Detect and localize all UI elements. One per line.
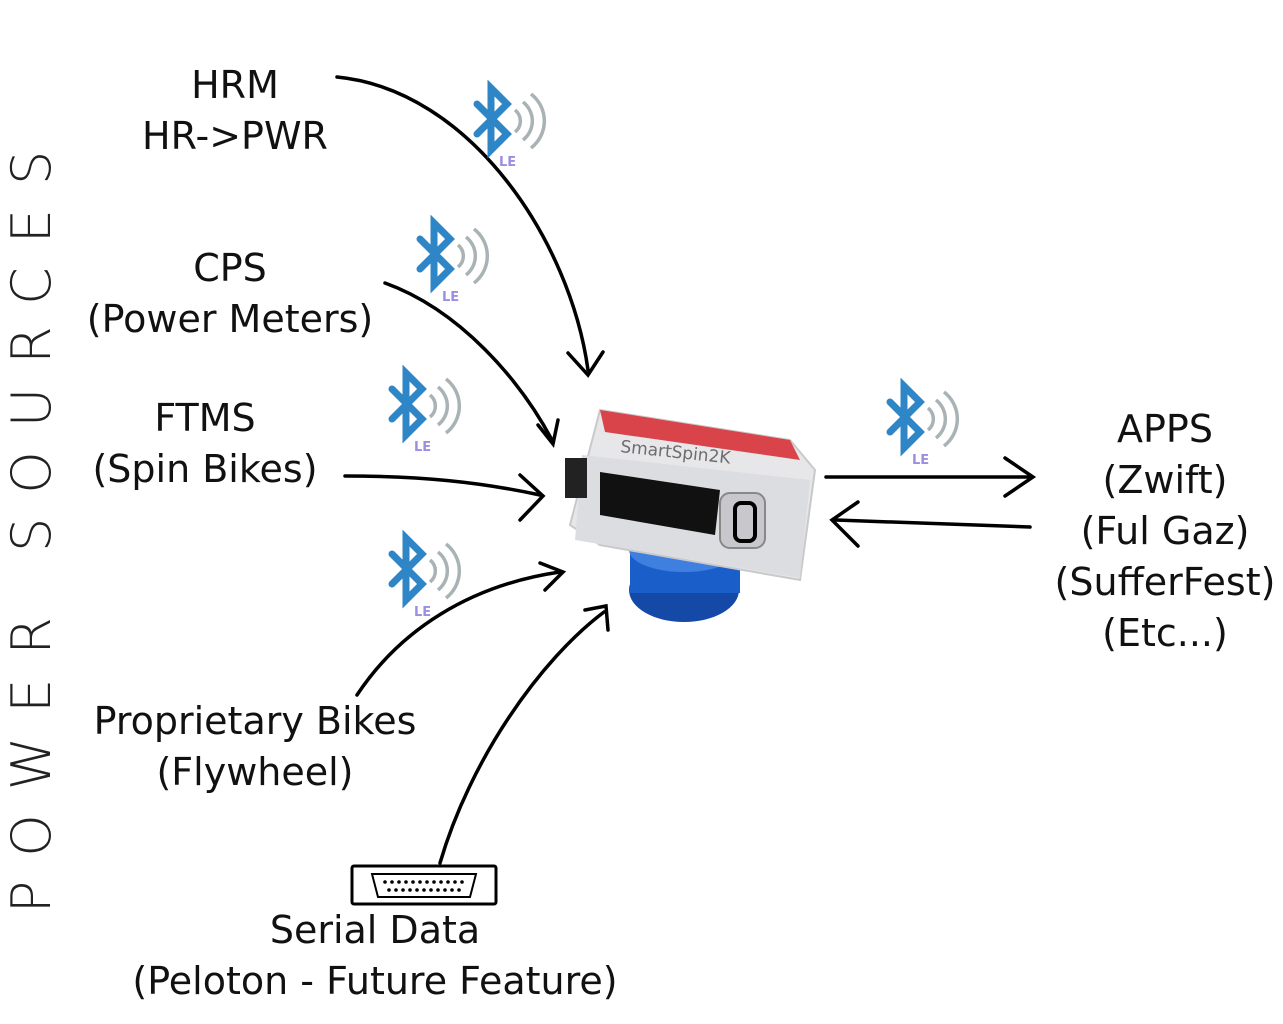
hrm-subtitle: HR->PWR: [142, 114, 328, 158]
hrm-arrow: [335, 75, 590, 372]
serial-subtitle: (Peloton - Future Feature): [132, 959, 618, 1003]
apps-title: APPS: [1117, 407, 1213, 451]
ftms-arrow: [343, 474, 542, 497]
ftms-label: FTMS (Spin Bikes): [60, 393, 350, 495]
app-sufferfest: (SufferFest): [1054, 560, 1276, 604]
hrm-arrow-head: [566, 350, 605, 378]
le-badge: LE: [912, 453, 929, 468]
hrm-title: HRM: [191, 63, 279, 107]
hrm-label: HRM HR->PWR: [100, 60, 370, 162]
cps-arrow-head: [536, 418, 560, 449]
cps-arrow: [383, 281, 554, 442]
ftms-arrow-head: [518, 473, 546, 522]
bluetooth-le-icon-proprietary: LE: [388, 530, 462, 620]
proprietary-title: Proprietary Bikes: [93, 699, 417, 743]
serial-arrow-head: [583, 603, 610, 632]
ftms-subtitle: (Spin Bikes): [92, 447, 318, 491]
app-etc: (Etc...): [1102, 611, 1228, 655]
proprietary-arrow: [355, 570, 562, 697]
apps-label: APPS (Zwift) (Ful Gaz) (SufferFest) (Etc…: [1030, 404, 1283, 659]
le-badge: LE: [414, 605, 431, 620]
le-badge: LE: [442, 290, 459, 305]
le-badge: LE: [499, 155, 516, 170]
serial-title: Serial Data: [269, 908, 481, 952]
app-zwift: (Zwift): [1102, 458, 1228, 502]
device-to-apps-arrow-head: [1003, 456, 1037, 498]
app-fulgaz: (Ful Gaz): [1080, 509, 1250, 553]
le-badge: LE: [414, 440, 431, 455]
serial-arrow: [438, 610, 606, 865]
proprietary-label: Proprietary Bikes (Flywheel): [60, 696, 450, 798]
apps-to-device-arrow-head: [829, 500, 860, 548]
bluetooth-le-icon-ftms: LE: [388, 365, 462, 455]
proprietary-subtitle: (Flywheel): [156, 750, 354, 794]
apps-to-device-arrow: [834, 518, 1032, 529]
cps-subtitle: (Power Meters): [86, 297, 374, 341]
cps-title: CPS: [193, 246, 267, 290]
proprietary-arrow-head: [538, 561, 567, 592]
serial-label: Serial Data (Peloton - Future Feature): [95, 905, 655, 1007]
ftms-title: FTMS: [154, 396, 256, 440]
bluetooth-le-icon-apps: LE: [886, 378, 960, 468]
cps-label: CPS (Power Meters): [50, 243, 410, 345]
bluetooth-le-icon-hrm: LE: [473, 80, 547, 170]
bluetooth-le-icon-cps: LE: [416, 215, 490, 305]
